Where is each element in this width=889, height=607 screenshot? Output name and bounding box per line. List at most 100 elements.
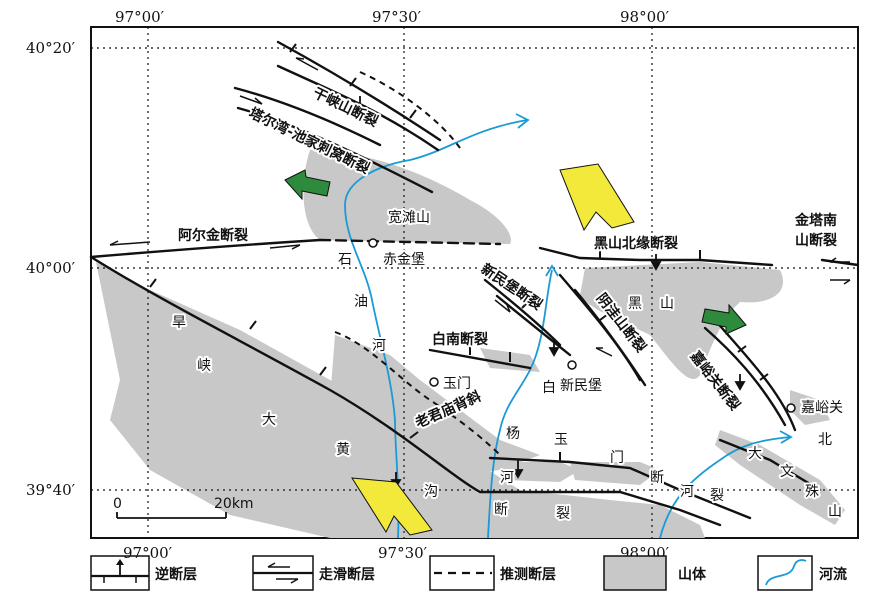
label-dawenshu-1: 大 xyxy=(748,446,762,462)
yellow-arrow-north xyxy=(559,163,635,232)
mountain-dawenshu xyxy=(715,430,845,525)
lat-label-40-20: 40°20′ xyxy=(26,39,76,57)
fault-baishan xyxy=(428,348,532,370)
lon-label-98-00: 98°00′ xyxy=(620,8,670,26)
mountain-hanxia xyxy=(96,262,705,538)
legend-inferred: 推测断层 xyxy=(429,555,556,591)
label-shiyouhe-2: 油 xyxy=(354,294,368,310)
lat-label-40-00: 40°00′ xyxy=(26,259,76,277)
faults xyxy=(89,40,860,527)
fault-xinminbao xyxy=(483,278,562,347)
mountain-areas xyxy=(96,150,845,538)
label-dawenshu-3: 殊 xyxy=(805,484,819,500)
label-baiyanghe-2: 杨 xyxy=(506,426,520,442)
label-baishan-fault: 白南断裂 xyxy=(432,331,488,348)
green-arrow-west xyxy=(284,169,331,201)
label-kuantanshan: 宽滩山 xyxy=(388,209,430,226)
label-yumen-1: 玉 xyxy=(554,432,568,448)
scale-distance: 20km xyxy=(214,496,254,512)
legend-mountain: 山体 xyxy=(603,555,707,591)
label-heishan-1: 黑 xyxy=(628,296,642,312)
mountain-laojunmiao xyxy=(330,335,540,475)
fault-arrows xyxy=(354,96,746,489)
place-markers xyxy=(368,238,796,413)
fault-ganxiashan-2 xyxy=(276,64,440,152)
fault-xinminbao-2 xyxy=(495,294,572,357)
legend-river-label: 河流 xyxy=(819,566,847,583)
label-shiyouhe-1: 石 xyxy=(338,252,352,268)
fault-jiayuguan xyxy=(703,326,787,427)
legend-river: 河流 xyxy=(757,555,847,591)
label-yumen-4: 河 xyxy=(680,484,694,500)
label-jintanan-1: 金塔南 xyxy=(794,212,837,229)
scale-bar: 0 20km xyxy=(113,496,254,519)
label-jintanan-2: 山断裂 xyxy=(795,232,837,249)
label-hanxia-6: 断 xyxy=(494,502,508,518)
label-hanxia-2: 峡 xyxy=(197,358,211,374)
legend-thrust: 逆断层 xyxy=(90,555,197,591)
label-dawenshu-2: 文 xyxy=(780,464,794,480)
legend-mountain-label: 山体 xyxy=(678,566,707,583)
thrust-ticks xyxy=(149,43,769,462)
mountain-east xyxy=(790,390,830,425)
fault-yinwashan-2 xyxy=(573,288,647,387)
label-chijinbao: 赤金堡 xyxy=(383,252,425,268)
legend-inferred-label: 推测断层 xyxy=(500,566,556,583)
river-baiyanghe xyxy=(487,269,553,539)
scale-zero: 0 xyxy=(113,496,122,512)
green-arrow-east xyxy=(701,303,747,335)
label-yumen: 玉门 xyxy=(443,376,471,392)
label-dawenshu-4: 山 xyxy=(828,504,842,520)
label-heishan-2: 山 xyxy=(660,296,674,312)
inferred-faults xyxy=(334,71,501,456)
label-hanxia-5: 沟 xyxy=(424,484,438,500)
label-hanxia-4: 黄 xyxy=(336,441,350,458)
lon-label-97-30: 97°30′ xyxy=(372,8,422,26)
fault-ganxiashan-3 xyxy=(233,86,382,147)
mountain-heishan xyxy=(580,262,784,380)
label-yumen-3: 断 xyxy=(650,470,664,486)
legend-thrust-label: 逆断层 xyxy=(155,566,197,583)
lon-label-97-00: 97°00′ xyxy=(115,8,165,26)
yellow-arrow-south xyxy=(351,477,433,536)
label-baiyanghe-3: 河 xyxy=(500,470,514,486)
fault-dawenshu xyxy=(718,438,822,492)
river-arrows xyxy=(515,113,793,444)
mountain-kuantanshan xyxy=(303,150,511,244)
rivers xyxy=(344,119,791,539)
lon-label-97-30-bottom: 97°30′ xyxy=(378,544,428,562)
legend-strike-slip-label: 走滑断层 xyxy=(319,566,375,583)
mountain-yumen-strip-2 xyxy=(570,462,660,485)
fault-laojunmiao-inferred xyxy=(334,331,501,456)
label-baiyanghe-1: 白 xyxy=(542,380,556,396)
fault-aerjin xyxy=(89,238,322,259)
label-heishan-north-fault: 黑山北缘断裂 xyxy=(594,235,678,252)
fault-aerjin-inferred xyxy=(318,238,502,246)
label-hanxia-1: 旱 xyxy=(172,315,186,331)
fault-yumen xyxy=(488,456,752,520)
label-hanxia-7: 裂 xyxy=(556,506,570,522)
river-shiyouhe xyxy=(344,119,528,539)
river-east xyxy=(659,436,791,539)
legend-strike-slip: 走滑断层 xyxy=(252,555,375,591)
lat-label-39-40: 39°40′ xyxy=(26,481,76,499)
label-yumen-2: 门 xyxy=(610,450,624,466)
graticule xyxy=(91,27,858,538)
label-jiayuguan: 嘉峪关 xyxy=(801,400,843,416)
mountain-yumen-strip xyxy=(500,462,580,482)
fault-heishan-north xyxy=(538,246,774,267)
label-xinminbao: 新民堡 xyxy=(560,378,602,394)
fault-taerwan xyxy=(236,106,434,194)
label-aerjin-fault: 阿尔金断裂 xyxy=(178,227,248,244)
label-bei: 北 xyxy=(818,432,832,448)
fault-ganxiashan-inferred xyxy=(359,71,461,149)
fault-jiayuguan-2 xyxy=(713,318,797,432)
lon-label-97-00-bottom: 97°00′ xyxy=(123,544,173,562)
strike-slip-arrows xyxy=(109,57,851,357)
label-shiyouhe-3: 河 xyxy=(372,338,386,354)
legend: 逆断层 走滑断层 推测断层 山体 河流 xyxy=(90,555,847,591)
label-hanxia-3: 大 xyxy=(262,412,276,428)
fault-hanxia xyxy=(89,255,722,527)
label-yumen-5: 裂 xyxy=(710,488,724,504)
